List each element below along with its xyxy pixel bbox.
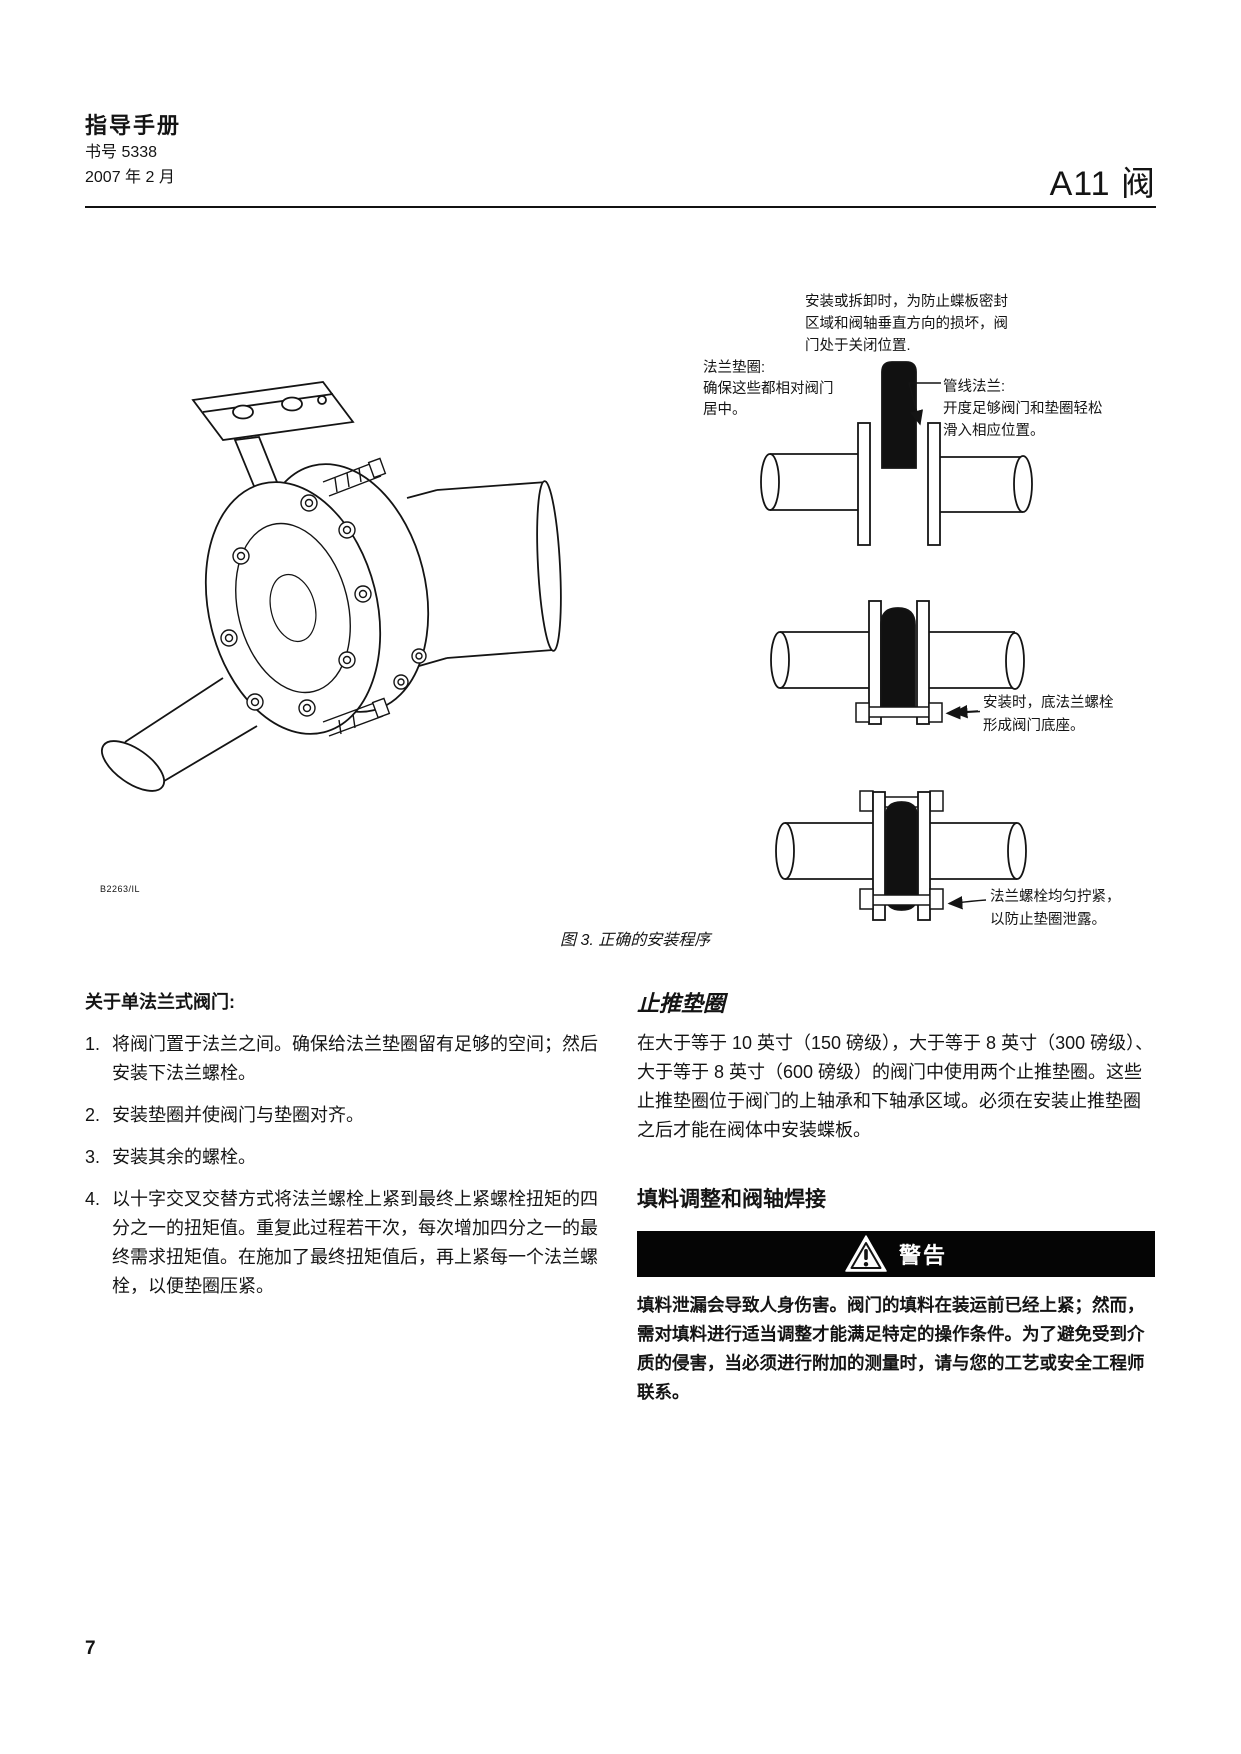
warning-label: 警告 <box>898 1243 947 1268</box>
leader-pipeline-flange <box>908 382 941 426</box>
pipeline-flange-left <box>857 422 871 546</box>
thrust-washer-heading: 止推垫圈 <box>637 991 726 1016</box>
callout-bottom-bolts: 安装时，底法兰螺栓 形成阀门底座。 <box>983 692 1173 738</box>
callout-line: 滑入相应位置。 <box>943 423 1045 439</box>
header: 指导手册 书号 5338 2007 年 2 月 <box>85 112 181 190</box>
callout-line: 门处于关闭位置. <box>805 338 911 354</box>
thrust-washer-body: 在大于等于 10 英寸（150 磅级），大于等于 8 英寸（300 磅级）、大于… <box>637 1033 1154 1140</box>
callout-flange-gasket: 法兰垫圈: 确保这些都相对阀门 居中。 <box>703 358 883 421</box>
callout-line: 法兰螺栓均匀拧紧， <box>990 889 1121 905</box>
callout-line: 管线法兰: <box>943 379 1006 395</box>
leader-tighten <box>947 896 963 910</box>
step-number: 1. <box>85 1034 101 1054</box>
pipeline-flange-left <box>868 600 882 725</box>
valve-body <box>881 361 917 469</box>
pipeline-flange-left <box>872 791 886 921</box>
diagram-step1 <box>760 361 1033 546</box>
book-number: 书号 5338 <box>85 144 158 161</box>
drawing-id: B2263/IL <box>100 884 141 894</box>
callout-tighten-bolts: 法兰螺栓均匀拧紧， 以防止垫圈泄露。 <box>990 886 1175 932</box>
figure-caption: 图 3. 正确的安装程序 <box>560 932 711 949</box>
pipeline-flange-right <box>916 600 930 725</box>
callout-pipeline-flange: 管线法兰: 开度足够阀门和垫圈轻松 滑入相应位置。 <box>943 376 1143 442</box>
diagram-step3 <box>775 790 1027 921</box>
callout-closed-position: 安装或拆卸时，为防止蝶板密封 区域和阀轴垂直方向的损坏，阀 门处于关闭位置. <box>805 291 1041 357</box>
callout-line: 开度足够阀门和垫圈轻松 <box>943 401 1103 417</box>
packing-heading: 填料调整和阀轴焊接 <box>637 1188 826 1211</box>
callout-line: 形成阀门底座。 <box>983 718 1085 734</box>
step-item: 1. 将阀门置于法兰之间。确保给法兰垫圈留有足够的空间；然后安装下法兰螺栓。 <box>85 1030 601 1088</box>
section-heading: 关于单法兰式阀门: <box>85 992 235 1012</box>
valve-body <box>885 801 918 911</box>
bolt-nut <box>929 888 944 910</box>
step-text: 将阀门置于法兰之间。确保给法兰垫圈留有足够的空间；然后安装下法兰螺栓。 <box>112 1034 598 1083</box>
valve-assembly-illustration <box>101 381 562 792</box>
bolt-nut <box>929 790 944 812</box>
callout-line: 以防止垫圈泄露。 <box>990 912 1106 928</box>
step-item: 4. 以十字交叉交替方式将法兰螺栓上紧到最终上紧螺栓扭矩的四分之一的扭矩值。重复… <box>85 1185 601 1301</box>
callout-line: 居中。 <box>703 402 747 418</box>
header-rule <box>85 206 1156 208</box>
right-pipe <box>406 480 562 667</box>
bottom-bolt <box>872 894 931 906</box>
single-flange-section: 关于单法兰式阀门: 1. 将阀门置于法兰之间。确保给法兰垫圈留有足够的空间；然后… <box>85 988 601 1314</box>
step-item: 2. 安装垫圈并使阀门与垫圈对齐。 <box>85 1101 601 1130</box>
right-column: 止推垫圈 在大于等于 10 英寸（150 磅级），大于等于 8 英寸（300 磅… <box>637 986 1155 1407</box>
callout-line: 区域和阀轴垂直方向的损坏，阀 <box>805 316 1008 332</box>
step-text: 以十字交叉交替方式将法兰螺栓上紧到最终上紧螺栓扭矩的四分之一的扭矩值。重复此过程… <box>112 1189 598 1296</box>
callout-line: 法兰垫圈: <box>703 360 766 376</box>
callout-line: 安装时，底法兰螺栓 <box>983 695 1114 711</box>
bolt-head <box>859 790 874 812</box>
flange-studs-bottom <box>322 648 427 737</box>
bolt-head <box>859 888 874 910</box>
bolt-nut <box>928 702 943 723</box>
step-text: 安装其余的螺栓。 <box>112 1147 256 1167</box>
page-number: 7 <box>85 1638 96 1659</box>
pipeline-flange-right <box>927 422 941 546</box>
product-title: A11 阀 <box>1049 165 1156 203</box>
installation-step-diagrams <box>760 361 1033 921</box>
warning-triangle-icon <box>845 1235 887 1272</box>
callout-line: 确保这些都相对阀门 <box>703 381 834 397</box>
manual-title: 指导手册 <box>85 113 182 138</box>
front-flange-disc <box>204 481 382 735</box>
pipeline-flange-right <box>917 791 931 921</box>
publish-date: 2007 年 2 月 <box>85 169 175 186</box>
bottom-bolt <box>868 706 930 718</box>
flange-studs-top <box>322 457 387 497</box>
step-number: 2. <box>85 1105 101 1125</box>
step-number: 4. <box>85 1189 101 1209</box>
valve-body <box>880 607 916 715</box>
flange-bolts <box>220 494 372 717</box>
step-item: 3. 安装其余的螺栓。 <box>85 1143 601 1172</box>
left-pipe <box>101 677 258 792</box>
diagram-step2 <box>770 600 1025 725</box>
warning-body: 填料泄漏会导致人身伤害。阀门的填料在装运前已经上紧；然而，需对填料进行适当调整才… <box>637 1295 1145 1402</box>
bolt-head <box>855 702 870 723</box>
warning-banner: 警告 <box>637 1231 1155 1277</box>
step-number: 3. <box>85 1147 101 1167</box>
callout-line: 安装或拆卸时，为防止蝶板密封 <box>805 294 1008 310</box>
step-text: 安装垫圈并使阀门与垫圈对齐。 <box>112 1105 364 1125</box>
